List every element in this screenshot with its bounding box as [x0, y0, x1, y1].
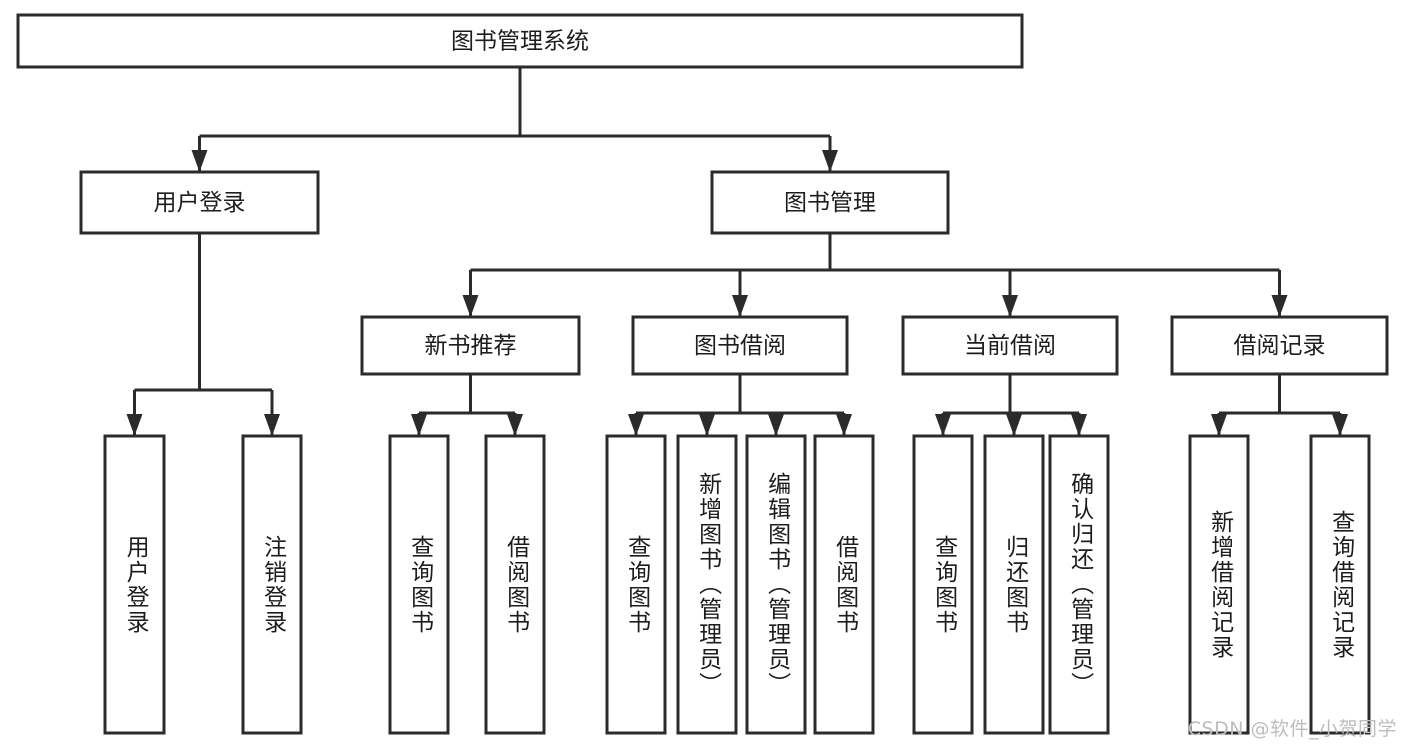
node-user-login-rect: [79, 170, 320, 235]
arrow-to-book-borrow: [732, 295, 748, 317]
node-book-manage-label: 图书管理: [784, 190, 876, 216]
node-leaf-user-logout[interactable]: [241, 434, 303, 735]
node-book-borrow-label: 图书借阅: [694, 333, 786, 359]
arrow-to-current-borrow: [1002, 295, 1018, 317]
node-current-borrow-label: 当前借阅: [964, 333, 1056, 359]
watermark-text: CSDN @软件_小贺同学: [1187, 718, 1397, 740]
node-leaf-user-login[interactable]: [103, 434, 166, 735]
node-leaf-edit-book[interactable]: [745, 434, 807, 735]
arrow-to-new-book-rec: [462, 295, 479, 317]
node-leaf-borrow-book-rec[interactable]: [484, 434, 546, 735]
arrow-to-leaf-add-record: [1211, 414, 1227, 436]
node-leaf-query-book-borrow-rect: [605, 434, 667, 735]
node-new-book-rec-label: 新书推荐: [425, 333, 517, 359]
arrow-to-leaf-user-login: [126, 414, 143, 436]
node-leaf-user-logout-rect: [241, 434, 303, 735]
node-root-rect: [16, 13, 1024, 69]
node-borrow-record[interactable]: 借阅记录: [1170, 315, 1389, 376]
node-leaf-query-book-rec[interactable]: [388, 434, 450, 735]
node-new-book-rec-rect: [360, 315, 581, 376]
node-book-manage[interactable]: 图书管理: [710, 170, 950, 235]
arrow-to-leaf-user-logout: [264, 414, 280, 436]
node-leaf-borrow-book-rec-rect: [484, 434, 546, 735]
node-current-borrow[interactable]: 当前借阅: [901, 315, 1119, 376]
node-leaf-add-record[interactable]: [1188, 434, 1250, 735]
node-leaf-query-book-borrow[interactable]: [605, 434, 667, 735]
node-leaf-user-login-rect: [103, 434, 166, 735]
node-new-book-rec[interactable]: 新书推荐: [360, 315, 581, 376]
node-book-borrow[interactable]: 图书借阅: [631, 315, 849, 376]
node-root[interactable]: 图书管理系统: [16, 13, 1024, 69]
arrow-to-leaf-add-book: [699, 414, 715, 436]
node-book-borrow-rect: [631, 315, 849, 376]
arrow-to-user-login: [191, 150, 208, 172]
node-borrow-record-label: 借阅记录: [1234, 333, 1326, 359]
node-borrow-record-rect: [1170, 315, 1389, 376]
node-leaf-query-book-cur-rect: [912, 434, 974, 735]
node-leaf-query-book-rec-rect: [388, 434, 450, 735]
node-leaf-add-record-rect: [1188, 434, 1250, 735]
node-leaf-add-book[interactable]: [676, 434, 738, 735]
arrow-to-leaf-return-book: [1006, 414, 1022, 436]
node-leaf-query-record-rect: [1309, 434, 1371, 735]
node-leaf-return-book-rect: [983, 434, 1045, 735]
node-leaf-query-record[interactable]: [1309, 434, 1371, 735]
node-leaf-borrow-book-rect: [813, 434, 875, 735]
arrow-to-leaf-query-book-borrow: [628, 414, 644, 436]
arrow-to-leaf-borrow-book: [836, 414, 852, 436]
node-book-manage-rect: [710, 170, 950, 235]
node-leaf-confirm-return-rect: [1048, 434, 1110, 735]
arrow-to-leaf-edit-book: [768, 414, 784, 436]
arrow-to-leaf-query-record: [1332, 414, 1348, 436]
node-leaf-query-book-cur[interactable]: [912, 434, 974, 735]
arrow-to-book-manage: [822, 150, 838, 172]
node-user-login[interactable]: 用户登录: [79, 170, 320, 235]
arrow-to-borrow-record: [1271, 295, 1288, 317]
arrow-to-leaf-query-book-rec: [411, 414, 427, 436]
node-current-borrow-rect: [901, 315, 1119, 376]
node-leaf-confirm-return[interactable]: [1048, 434, 1110, 735]
node-leaf-edit-book-rect: [745, 434, 807, 735]
connector-layer: [126, 67, 1348, 436]
node-root-label: 图书管理系统: [451, 29, 589, 55]
arrow-to-leaf-borrow-book-rec: [507, 414, 523, 436]
arrow-to-leaf-confirm-return: [1071, 414, 1087, 436]
node-leaf-borrow-book[interactable]: [813, 434, 875, 735]
node-leaf-add-book-rect: [676, 434, 738, 735]
node-leaf-return-book[interactable]: [983, 434, 1045, 735]
node-user-login-label: 用户登录: [154, 190, 246, 216]
arrow-to-leaf-query-book-cur: [935, 414, 951, 436]
